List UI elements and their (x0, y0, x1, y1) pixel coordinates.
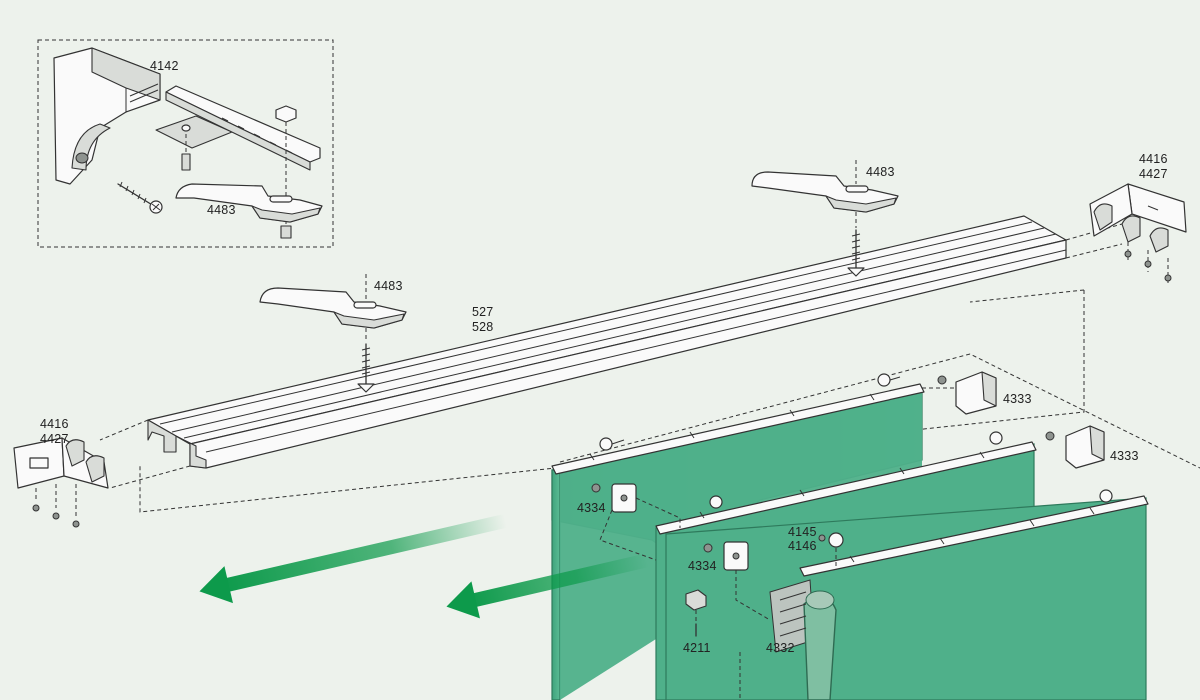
wall-screw (117, 181, 163, 214)
label-4333-top: 4333 (1003, 392, 1032, 406)
stop-knob (818, 532, 844, 570)
label-4483-mid: 4483 (374, 279, 403, 293)
inset-frame (37, 39, 334, 248)
label-4332: 4332 (766, 641, 795, 655)
detail-inset: 4142 4483 (37, 39, 334, 248)
label-4334-left: 4334 (577, 501, 606, 515)
panel-front (665, 489, 1149, 700)
panel-outline (559, 353, 1200, 469)
label-4146: 4146 (788, 539, 817, 553)
label-4211: 4211 (683, 641, 711, 655)
glider-top (751, 160, 899, 277)
set-screw (181, 153, 191, 171)
glider-screw (280, 225, 292, 239)
rail-profile (147, 419, 207, 469)
slotted-bar (165, 85, 321, 171)
endcap-left (13, 437, 109, 528)
weight-mid (703, 541, 771, 621)
hex-nut (275, 105, 297, 123)
label-527: 527 (472, 305, 493, 319)
direction-arrow-lower (446, 553, 649, 619)
label-528: 528 (472, 320, 493, 334)
label-4427-left: 4427 (40, 432, 69, 446)
weight-left (591, 483, 681, 561)
label-4334-mid: 4334 (688, 559, 717, 573)
direction-arrow-upper (199, 513, 507, 604)
label-4333-mid: 4333 (1110, 449, 1139, 463)
label-4145: 4145 (788, 525, 817, 539)
label-4416-left: 4416 (40, 417, 69, 431)
clip-mid (1045, 425, 1105, 469)
endcap-right (1089, 183, 1187, 284)
glider-mid (259, 274, 407, 393)
rail-front (189, 239, 1067, 469)
label-4416-right: 4416 (1139, 152, 1168, 166)
label-4483-top: 4483 (866, 165, 895, 179)
label-4142: 4142 (150, 59, 179, 73)
label-4483-detail: 4483 (207, 203, 236, 217)
batten-roll (769, 579, 837, 700)
stopper (685, 589, 707, 637)
detail-glider (175, 183, 323, 223)
clip-top (922, 371, 997, 415)
wall-bracket-part (53, 47, 161, 185)
label-4427-right: 4427 (1139, 167, 1168, 181)
